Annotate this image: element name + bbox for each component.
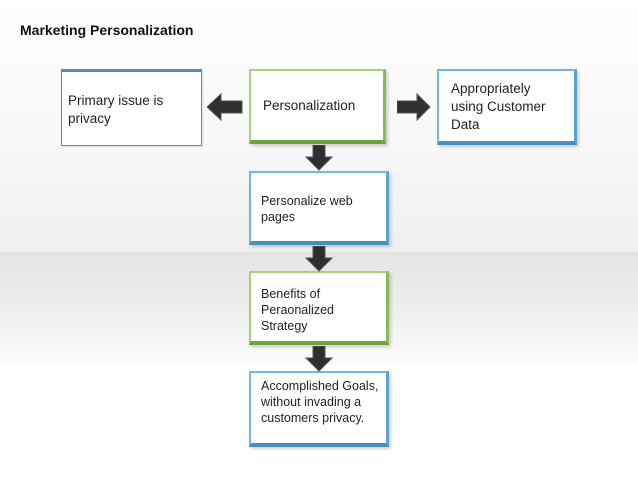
node-personalization: Personalization <box>249 69 386 144</box>
arrow-down-icon <box>305 145 333 171</box>
diagram-title: Marketing Personalization <box>20 22 194 38</box>
node-primary-issue-label: Primary issue is privacy <box>68 93 164 126</box>
node-primary-issue: Primary issue is privacy <box>61 69 202 146</box>
arrow-right-icon <box>397 93 431 121</box>
node-personalization-label: Personalization <box>263 97 356 113</box>
node-benefits: Benefits of Peraonalized Strategy <box>249 271 389 345</box>
arrow-down-icon <box>305 346 333 372</box>
node-personalize-web-pages: Personalize web pages <box>249 171 389 245</box>
node-customer-data-label: Appropriately using Customer Data <box>451 81 546 132</box>
node-accomplished-goals: Accomplished Goals, without invading a c… <box>249 371 389 447</box>
node-personalize-web-pages-label: Personalize web pages <box>261 194 353 224</box>
arrow-left-icon <box>207 93 243 121</box>
arrow-down-icon <box>305 246 333 272</box>
node-customer-data: Appropriately using Customer Data <box>437 69 577 145</box>
node-accomplished-goals-label: Accomplished Goals, without invading a c… <box>261 379 379 425</box>
node-benefits-label: Benefits of Peraonalized Strategy <box>261 287 334 333</box>
